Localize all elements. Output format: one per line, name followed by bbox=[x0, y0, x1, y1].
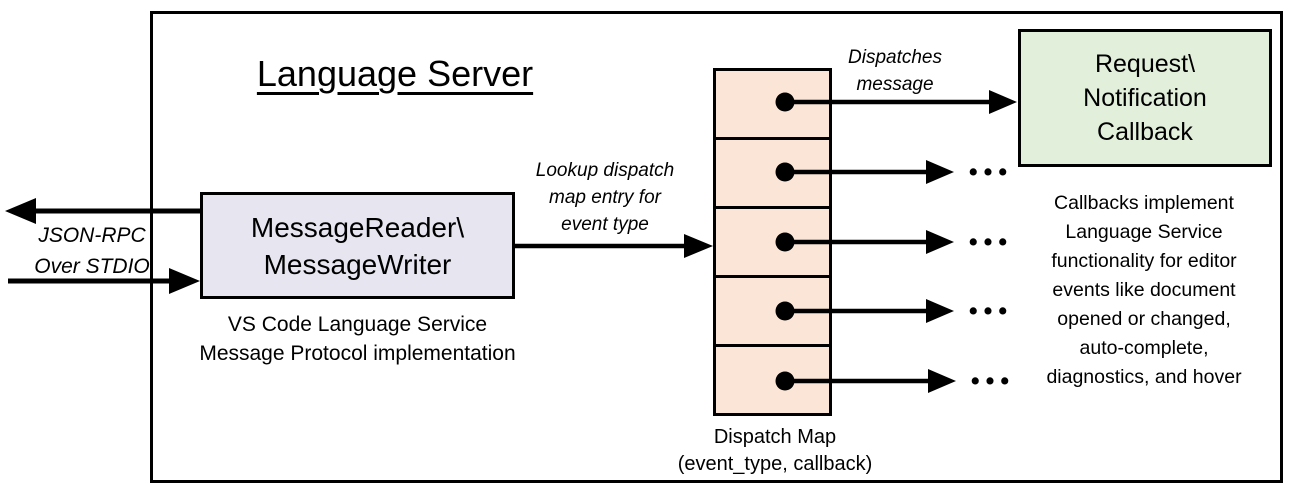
dispatch-map-cell bbox=[716, 71, 829, 140]
reader-box-caption: VS Code Language Service Message Protoco… bbox=[199, 313, 516, 365]
dispatch-map-cell bbox=[716, 278, 829, 347]
lookup-dispatch-label: Lookup dispatch map entry for event type bbox=[535, 160, 675, 235]
message-reader-writer-box: MessageReader\ MessageWriter bbox=[200, 192, 515, 299]
dispatch-map-box bbox=[713, 68, 832, 416]
message-reader-writer-label: MessageReader\ MessageWriter bbox=[250, 211, 465, 280]
more-callbacks-ellipsis-icon: ••• bbox=[968, 228, 1014, 256]
more-callbacks-ellipsis-icon: ••• bbox=[970, 367, 1016, 395]
dispatches-message-label: Dispatches message bbox=[848, 47, 942, 95]
dispatch-map-cell bbox=[716, 140, 829, 209]
callbacks-description-note: Callbacks implement Language Service fun… bbox=[1046, 192, 1242, 388]
dispatch-map-cell bbox=[716, 347, 829, 413]
dispatch-map-cell bbox=[716, 209, 829, 278]
request-notification-callback-label: Request\ Notification Callback bbox=[1083, 50, 1207, 146]
request-notification-callback-box: Request\ Notification Callback bbox=[1018, 29, 1272, 167]
more-callbacks-ellipsis-icon: ••• bbox=[968, 158, 1014, 186]
dispatch-map-caption: Dispatch Map (event_type, callback) bbox=[677, 426, 873, 475]
language-server-boundary-box bbox=[150, 11, 1283, 483]
diagram-title: Language Server bbox=[256, 53, 534, 94]
more-callbacks-ellipsis-icon: ••• bbox=[968, 297, 1014, 325]
json-rpc-stdio-label: JSON-RPC Over STDIO bbox=[34, 224, 150, 278]
